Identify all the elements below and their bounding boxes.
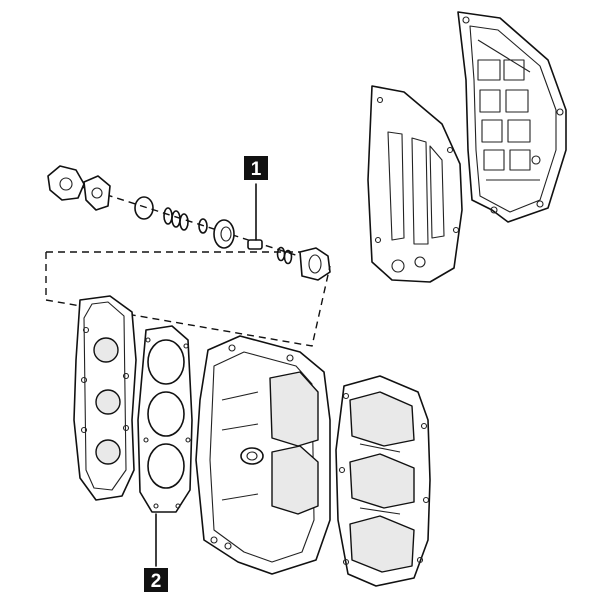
callout-2-label: 2	[151, 571, 162, 592]
exhaust-cover-gasket	[367, 85, 463, 283]
assembly-bracket-dashed	[45, 251, 331, 347]
callout-1-label: 1	[251, 159, 262, 180]
callout-2: 2	[144, 513, 168, 592]
exhaust-cover-plate	[457, 11, 567, 223]
thermostat-assembly	[47, 165, 331, 281]
head-gasket	[137, 325, 193, 513]
cylinder-block	[195, 335, 331, 575]
callout-2-box	[144, 568, 168, 592]
crankcase	[335, 375, 431, 587]
callout-1-box	[244, 156, 268, 180]
cylinder-head	[73, 295, 137, 501]
callout-1: 1	[244, 156, 268, 241]
